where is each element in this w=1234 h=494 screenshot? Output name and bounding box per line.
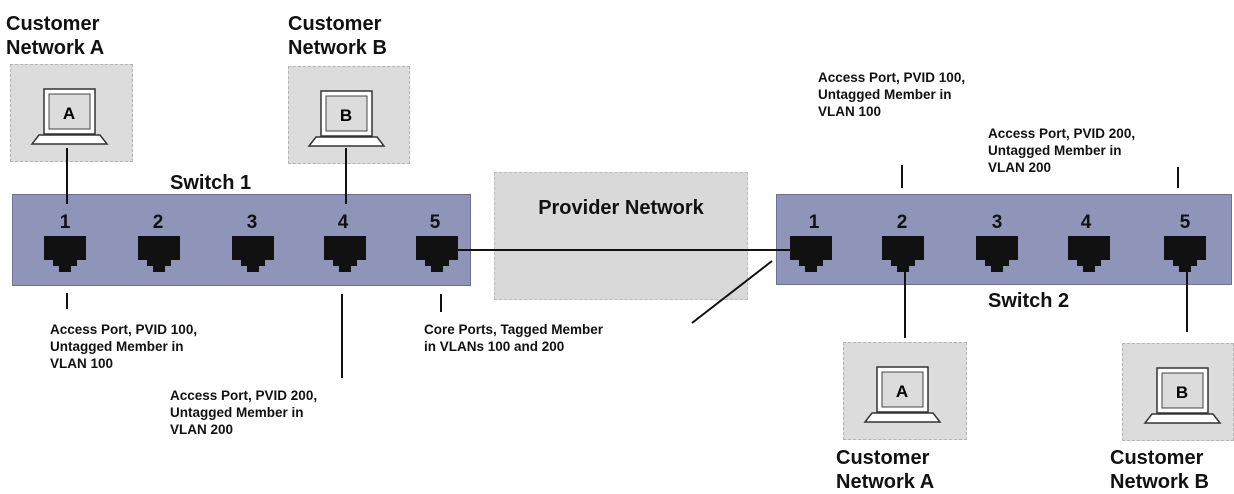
title-line: Customer xyxy=(836,447,930,469)
note-line: Untagged Member in xyxy=(818,87,952,102)
ethernet-port-icon xyxy=(44,236,86,272)
switch-2-port-1-number: 1 xyxy=(808,212,820,233)
ethernet-port-icon xyxy=(232,236,274,272)
host-letter: B xyxy=(340,106,352,125)
ethernet-port-icon xyxy=(1164,236,1206,272)
switch-1-port-5-number: 5 xyxy=(429,212,441,233)
note-s1-port4: Access Port, PVID 200, Untagged Member i… xyxy=(170,387,317,438)
customer-b-top-title: Customer Network B xyxy=(288,12,387,60)
ethernet-port-icon xyxy=(138,236,180,272)
laptop-icon: B xyxy=(1143,367,1222,424)
note-line: Access Port, PVID 200, xyxy=(988,126,1136,141)
provider-network: Provider Network xyxy=(494,172,748,300)
customer-a-bottom-title: Customer Network A xyxy=(836,446,934,494)
title-line: Network B xyxy=(1110,471,1209,493)
note-s1-port1: Access Port, PVID 100, Untagged Member i… xyxy=(50,321,197,372)
switch-1-label: Switch 1 xyxy=(170,172,252,194)
host-letter: B xyxy=(1176,383,1188,402)
ethernet-port-icon xyxy=(790,236,832,272)
ethernet-port-icon xyxy=(976,236,1018,272)
laptop-icon: A xyxy=(30,88,109,145)
ethernet-port-icon xyxy=(882,236,924,272)
switch-2-label: Switch 2 xyxy=(988,290,1070,312)
title-line: Customer xyxy=(288,13,382,35)
host-letter: A xyxy=(896,382,908,401)
ethernet-port-icon xyxy=(416,236,458,272)
ethernet-port-icon xyxy=(1068,236,1110,272)
note-line: Access Port, PVID 200, xyxy=(170,388,318,403)
customer-b-top-host: B xyxy=(288,66,410,164)
note-line: Access Port, PVID 100, xyxy=(818,70,966,85)
note-line: in VLANs 100 and 200 xyxy=(424,339,565,354)
title-line: Network A xyxy=(6,37,105,59)
provider-network-label: Provider Network xyxy=(538,197,704,219)
switch-2-port-2-number: 2 xyxy=(896,212,908,233)
host-letter: A xyxy=(63,104,75,123)
customer-b-bottom-title: Customer Network B xyxy=(1110,446,1234,494)
note-line: Untagged Member in xyxy=(50,339,184,354)
switch-1-port-2-number: 2 xyxy=(152,212,164,233)
title-line: Network B xyxy=(288,37,387,59)
title-line: Network A xyxy=(836,471,935,493)
customer-a-top-host: A xyxy=(10,64,133,162)
laptop-icon: B xyxy=(307,90,386,147)
title-line: Customer xyxy=(6,13,100,35)
callout-core-s2 xyxy=(691,260,773,324)
switch-1-port-1-number: 1 xyxy=(59,212,71,233)
customer-a-top-title: Customer Network A xyxy=(6,12,104,60)
switch-1-port-3-number: 3 xyxy=(246,212,258,233)
note-line: VLAN 200 xyxy=(170,422,234,437)
customer-a-bottom-host: A xyxy=(843,342,967,440)
note-line: Access Port, PVID 100, xyxy=(50,322,198,337)
switch-2-port-5-number: 5 xyxy=(1179,212,1191,233)
laptop-icon: A xyxy=(863,366,942,423)
note-s2-port2: Access Port, PVID 100, Untagged Member i… xyxy=(818,69,965,120)
note-line: VLAN 100 xyxy=(818,104,882,119)
switch-1-port-4-number: 4 xyxy=(337,212,349,233)
ethernet-port-icon xyxy=(324,236,366,272)
title-line: Customer xyxy=(1110,447,1204,469)
note-line: VLAN 200 xyxy=(988,160,1052,175)
note-line: Untagged Member in xyxy=(988,143,1122,158)
note-line: Untagged Member in xyxy=(170,405,304,420)
note-line: Core Ports, Tagged Member xyxy=(424,322,604,337)
note-s2-port5: Access Port, PVID 200, Untagged Member i… xyxy=(988,125,1135,176)
switch-2-port-4-number: 4 xyxy=(1080,212,1092,233)
note-core-ports: Core Ports, Tagged Member in VLANs 100 a… xyxy=(424,321,603,355)
note-line: VLAN 100 xyxy=(50,356,114,371)
customer-b-bottom-host: B xyxy=(1122,343,1234,441)
switch-2-port-3-number: 3 xyxy=(991,212,1003,233)
